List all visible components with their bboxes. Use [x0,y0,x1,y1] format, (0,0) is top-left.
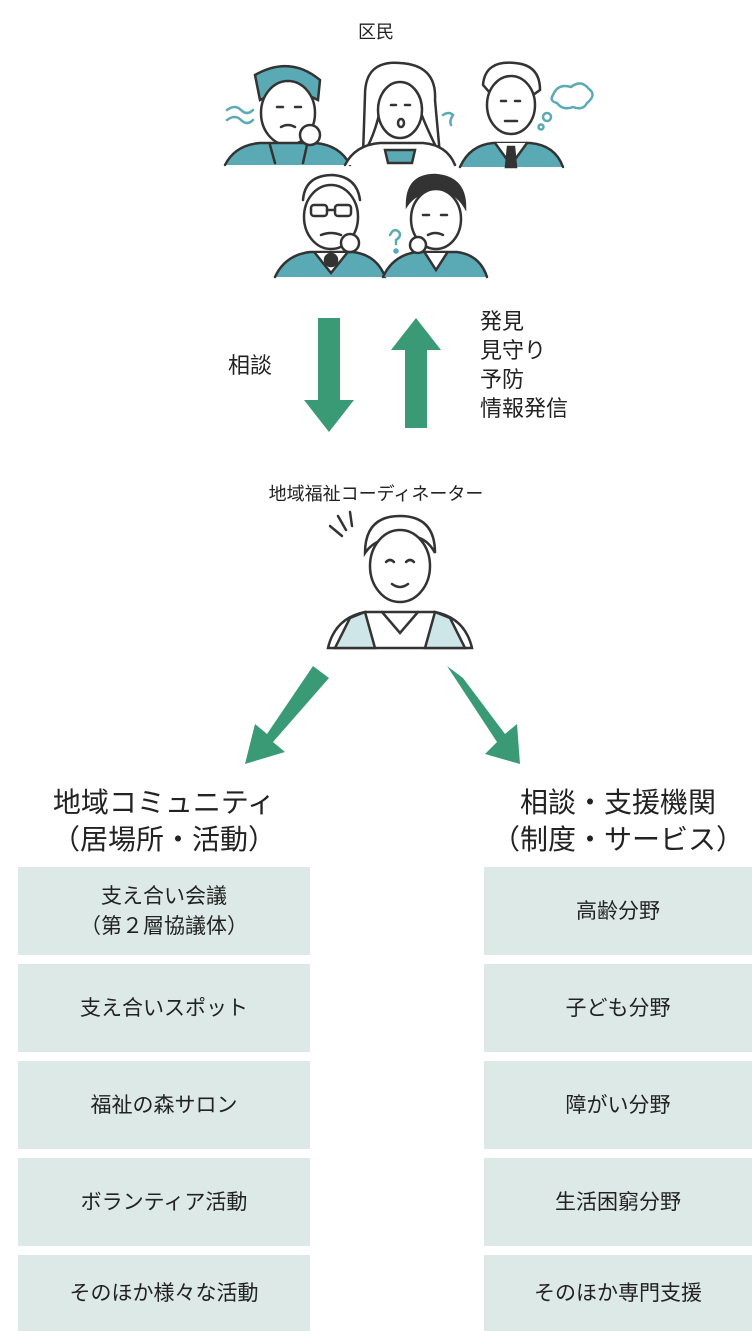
residents-label: 区民 [358,22,394,43]
community-title: 地域コミュニティ （居場所・活動） [18,784,310,858]
agencies-title-line: 相談・支援機関 [519,786,716,819]
agency-item: 生活困窮分野 [484,1158,752,1246]
arrow-to-community [245,666,329,764]
arrow-to-agencies [447,666,520,764]
community-title-line: 地域コミュニティ [52,786,276,819]
agency-item: 障がい分野 [484,1061,752,1149]
branch-arrows [245,666,520,764]
action-item: 見守り [480,339,547,364]
action-item: 発見 [480,310,525,335]
action-item: 予防 [480,368,525,393]
consultation-label: 相談 [228,354,273,379]
person-icon [458,61,594,169]
community-item: 福祉の森サロン [18,1061,310,1149]
person-icon [343,61,457,167]
community-item: 支え合い会議 （第２層協議体） [18,867,310,955]
agencies-title-line: （制度・サービス） [491,823,744,856]
agency-item: そのほか専門支援 [484,1255,752,1331]
consultation-flow-arrows [304,318,441,432]
community-title-line: （居場所・活動） [51,823,276,856]
agencies-title: 相談・支援機関 （制度・サービス） [484,784,752,858]
action-item: 情報発信 [480,397,569,422]
person-icon [381,173,489,279]
coordinator-label: 地域福祉コーディネーター [268,484,484,505]
coordinator-illustration [326,510,474,650]
person-icon [273,173,387,279]
up-arrow [391,318,441,428]
agency-item: 子ども分野 [484,964,752,1052]
person-icon [223,64,352,167]
support-actions-list: 発見 見守り 予防 情報発信 [480,308,568,424]
community-item: ボランティア活動 [18,1158,310,1246]
community-item: そのほか様々な活動 [18,1255,310,1331]
community-item: 支え合いスポット [18,964,310,1052]
agency-item: 高齢分野 [484,867,752,955]
residents-illustration [223,61,594,279]
down-arrow [304,318,354,432]
